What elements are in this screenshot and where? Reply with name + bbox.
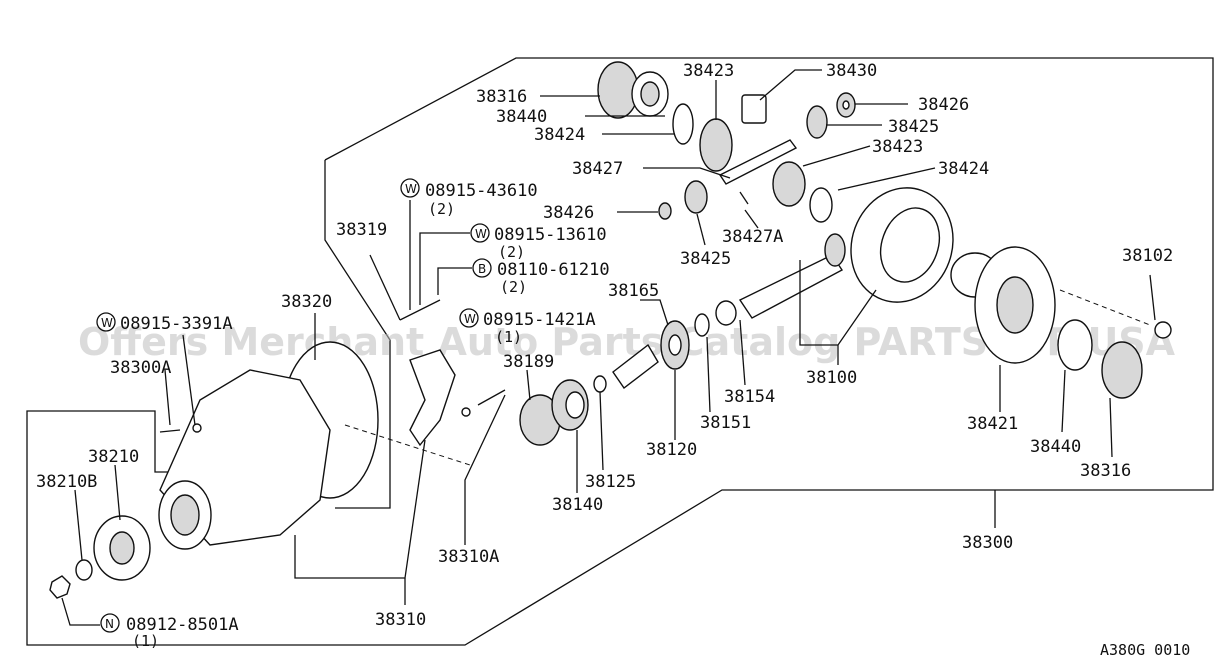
diff-case-38421 [950, 246, 1056, 364]
bearing-38120 [660, 320, 690, 370]
label-38424-top: 38424 [534, 125, 585, 145]
fastener-n1: N 08912-8501A (1) [100, 613, 239, 650]
bolts-misc [159, 299, 506, 433]
part-labels: 38316 38440 38424 38423 38430 38426 3842… [36, 61, 1173, 630]
fastener-w4-part: 08915-1421A [483, 310, 596, 330]
bolt-38102 [1059, 274, 1172, 339]
label-38310: 38310 [375, 610, 426, 630]
washer-38154 [715, 300, 737, 326]
washer-38426-b [658, 202, 672, 220]
label-38210B: 38210B [36, 472, 97, 492]
fastener-n1-part: 08912-8501A [126, 615, 239, 635]
label-38425-b: 38425 [680, 249, 731, 269]
label-38210: 38210 [88, 447, 139, 467]
label-38440-right: 38440 [1030, 437, 1081, 457]
label-38140: 38140 [552, 495, 603, 515]
label-38316-top: 38316 [476, 87, 527, 107]
fastener-w4: W 08915-1421A (1) [459, 308, 596, 346]
assembly-frame-lines [26, 57, 1214, 646]
label-38319: 38319 [336, 220, 387, 240]
fastener-w3-letter: W [101, 316, 113, 330]
fastener-b1-letter: B [478, 262, 486, 276]
drive-pinion-38100 [738, 233, 846, 319]
fastener-w3-part: 08915-3391A [120, 314, 233, 334]
label-38102: 38102 [1122, 246, 1173, 266]
fastener-n1-letter: N [105, 617, 114, 631]
fastener-b1-part: 08110-61210 [497, 260, 610, 280]
fastener-b1: B 08110-61210 (2) [472, 258, 610, 296]
fastener-w4-letter: W [464, 312, 476, 326]
side-bearing-38316-top [597, 61, 669, 119]
pin-38427A [739, 191, 749, 205]
bracket-38310A [344, 349, 471, 466]
washer-38426-top [836, 92, 856, 118]
pinion-mate-38425-top [806, 105, 828, 139]
fastener-w2: W 08915-13610 (2) [470, 223, 607, 261]
nut-08912 [49, 575, 71, 599]
spacer-38151 [694, 313, 710, 337]
washer-38125 [593, 375, 607, 393]
label-38427A: 38427A [722, 227, 783, 247]
label-38310A: 38310A [438, 547, 499, 567]
bearing-38140 [551, 379, 589, 431]
label-38125: 38125 [585, 472, 636, 492]
block-38430 [741, 94, 767, 124]
fastener-w4-qty: (1) [495, 328, 522, 346]
carrier-housing-38310 [158, 369, 331, 550]
fastener-w3: W 08915-3391A [96, 312, 233, 334]
label-38316-right: 38316 [1080, 461, 1131, 481]
thrust-washer-38424-b [809, 187, 833, 223]
label-38427: 38427 [572, 159, 623, 179]
fastener-w2-part: 08915-13610 [494, 225, 607, 245]
fastener-w1-qty: (2) [428, 200, 455, 218]
figure-code: A380G 0010 [1100, 641, 1190, 659]
label-38320: 38320 [281, 292, 332, 312]
fastener-w2-qty: (2) [498, 243, 525, 261]
leader-lines [61, 69, 1113, 626]
fastener-w2-letter: W [475, 227, 487, 241]
label-38165: 38165 [608, 281, 659, 301]
label-38423-top: 38423 [683, 61, 734, 81]
companion-flange-38210 [93, 515, 151, 581]
label-38426-top: 38426 [918, 95, 969, 115]
label-38426-b: 38426 [543, 203, 594, 223]
pinion-mate-38425-b [684, 180, 708, 214]
label-38440-top: 38440 [496, 107, 547, 127]
label-38300A: 38300A [110, 358, 171, 378]
ring-gear [850, 187, 954, 303]
washer-38210B [75, 559, 93, 581]
fastener-n1-qty: (1) [132, 632, 159, 650]
label-38100: 38100 [806, 368, 857, 388]
shim-38440-right [1057, 319, 1093, 371]
shim-38440-top [672, 103, 694, 145]
label-38423-b: 38423 [872, 137, 923, 157]
pinion-mate-shaft-38427 [718, 139, 798, 185]
label-38189: 38189 [503, 352, 554, 372]
side-gear-38423 [699, 118, 733, 172]
label-38120: 38120 [646, 440, 697, 460]
label-38425-top: 38425 [888, 117, 939, 137]
side-bearing-38316-right [1101, 341, 1143, 399]
label-38300: 38300 [962, 533, 1013, 553]
collapsible-spacer-38165 [612, 343, 659, 390]
side-gear-38423-b [772, 161, 806, 207]
fastener-w1-letter: W [405, 182, 417, 196]
fastener-w1: W 08915-43610 (2) [400, 178, 538, 218]
fastener-w1-part: 08915-43610 [425, 181, 538, 201]
label-38421: 38421 [967, 414, 1018, 434]
label-38424-b: 38424 [938, 159, 989, 179]
label-38151: 38151 [700, 413, 751, 433]
fastener-b1-qty: (2) [500, 278, 527, 296]
label-38430: 38430 [826, 61, 877, 81]
label-38154: 38154 [724, 387, 775, 407]
